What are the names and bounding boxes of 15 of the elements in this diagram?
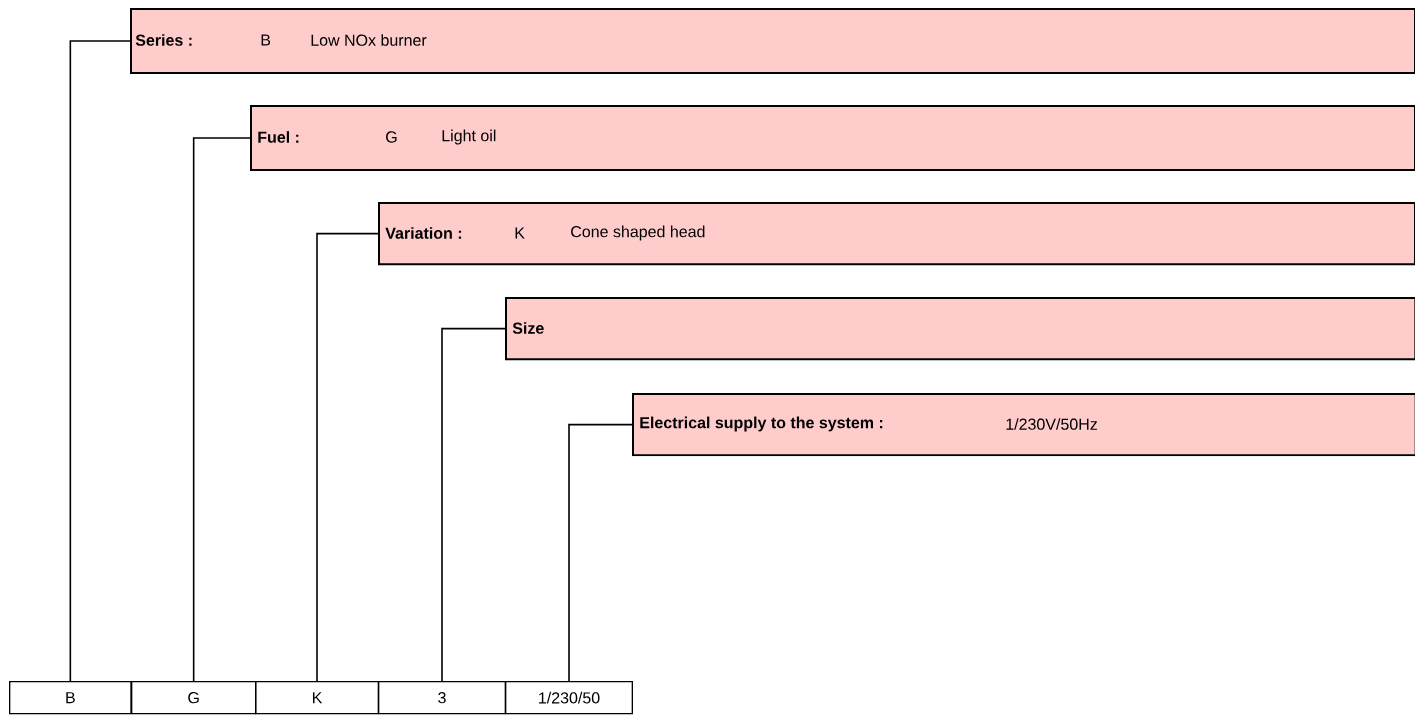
label-box: Variation : K Cone shaped head xyxy=(378,202,1415,266)
label-box: Electrical supply to the system : 1/230V/50Hz xyxy=(632,393,1415,457)
label-box: Size xyxy=(505,297,1415,361)
connector-line xyxy=(316,232,379,682)
connector-line xyxy=(69,40,131,682)
code-cell: 3 xyxy=(378,681,506,715)
code-cell: G xyxy=(131,681,257,715)
code-cell: B xyxy=(9,681,132,715)
code-cell: K xyxy=(255,681,379,715)
code-cell: 1/230/50 xyxy=(505,681,633,715)
connector-line xyxy=(192,137,251,682)
connector-line xyxy=(441,327,506,682)
label-box: Series : B Low NOx burner xyxy=(130,8,1415,74)
connector-line xyxy=(568,423,633,682)
label-box: Fuel : G Light oil xyxy=(250,105,1415,171)
